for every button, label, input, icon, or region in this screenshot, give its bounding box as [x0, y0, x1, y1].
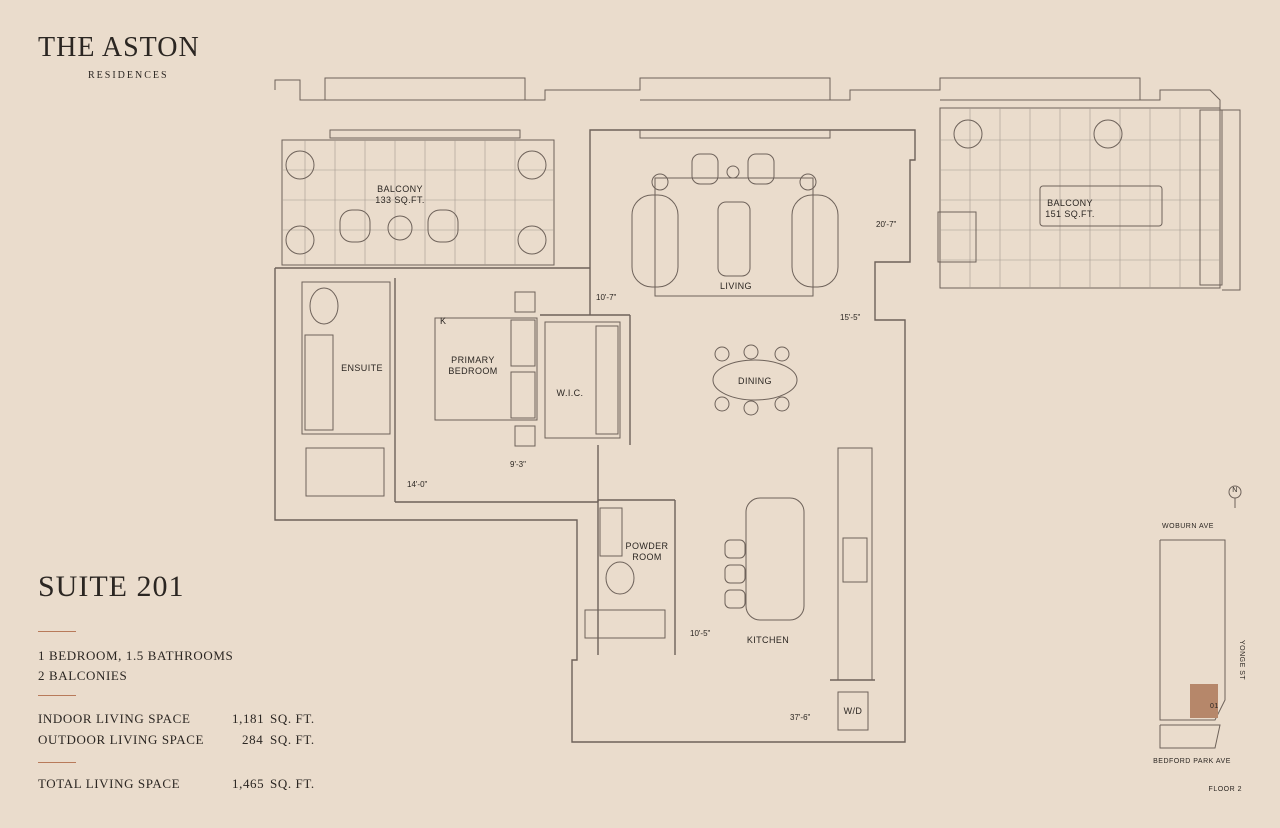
area-value: 1,181	[232, 711, 265, 726]
dimension-label: 37'-6"	[790, 713, 811, 722]
area-value: 284	[242, 732, 264, 747]
divider	[38, 762, 76, 763]
suite-title: SUITE 201	[38, 570, 185, 603]
room-label-wd: W/D	[844, 706, 863, 716]
dimension-label: 10'-5"	[690, 629, 711, 638]
unit-label: 01	[1210, 703, 1219, 710]
floor-label: FLOOR 2	[1209, 786, 1242, 793]
area-unit: SQ. FT.	[270, 732, 315, 747]
wic-shelving	[544, 321, 621, 439]
room-label-balcony-west: BALCONY	[377, 184, 423, 194]
brand-subtitle: RESIDENCES	[88, 70, 169, 81]
room-label-balcony-east: BALCONY	[1047, 198, 1093, 208]
room-label-primary-2: BEDROOM	[448, 366, 497, 376]
room-label-primary-1: PRIMARY	[451, 355, 495, 365]
dimension-label: 15'-5"	[840, 313, 861, 322]
area-label: OUTDOOR LIVING SPACE	[38, 732, 205, 747]
bed-size-mark: K	[440, 316, 446, 326]
brand-title: THE ASTON	[38, 32, 200, 63]
room-label-wic: W.I.C.	[557, 388, 584, 398]
area-label: INDOOR LIVING SPACE	[38, 711, 191, 726]
divider	[38, 695, 76, 696]
ensuite-fixtures	[301, 281, 391, 497]
bedroom-furniture	[434, 291, 538, 447]
room-label-powder-2: ROOM	[632, 552, 662, 562]
dimension-label: 10'-7"	[596, 293, 617, 302]
room-label-kitchen: KITCHEN	[747, 635, 789, 645]
balcony-east	[937, 107, 1223, 289]
keyplan	[1159, 485, 1242, 749]
divider	[38, 631, 76, 632]
balcony-count: 2 BALCONIES	[38, 668, 128, 683]
room-area-balcony-east: 151 SQ.FT.	[1045, 209, 1095, 219]
suite-walls	[274, 129, 916, 743]
room-label-ensuite: ENSUITE	[341, 363, 383, 373]
living-furniture	[631, 153, 839, 297]
unit-highlight	[1190, 684, 1218, 718]
dimension-label: 20'-7"	[876, 220, 897, 229]
room-label-dining: DINING	[738, 376, 772, 386]
powder-fixtures	[584, 507, 666, 639]
street-label-north: WOBURN AVE	[1162, 523, 1214, 530]
street-label-south: BEDFORD PARK AVE	[1153, 758, 1231, 765]
dimension-label: 9'-3"	[510, 460, 526, 469]
dining-furniture	[712, 344, 798, 416]
room-label-powder-1: POWDER	[626, 541, 669, 551]
area-value: 1,465	[232, 776, 265, 791]
area-unit: SQ. FT.	[270, 776, 315, 791]
facade-outline	[274, 77, 1241, 291]
room-area-balcony-west: 133 SQ.FT.	[375, 195, 425, 205]
balcony-west	[275, 139, 560, 269]
area-unit: SQ. FT.	[270, 711, 315, 726]
north-indicator: N	[1232, 487, 1238, 494]
area-label: TOTAL LIVING SPACE	[38, 776, 181, 791]
room-label-living: LIVING	[720, 281, 752, 291]
kitchen-fixtures	[724, 447, 873, 681]
washer-dryer	[837, 691, 869, 731]
dimension-label: 14'-0"	[407, 480, 428, 489]
street-label-east: YONGE ST	[1238, 640, 1245, 680]
bed-bath-count: 1 BEDROOM, 1.5 BATHROOMS	[38, 648, 234, 663]
